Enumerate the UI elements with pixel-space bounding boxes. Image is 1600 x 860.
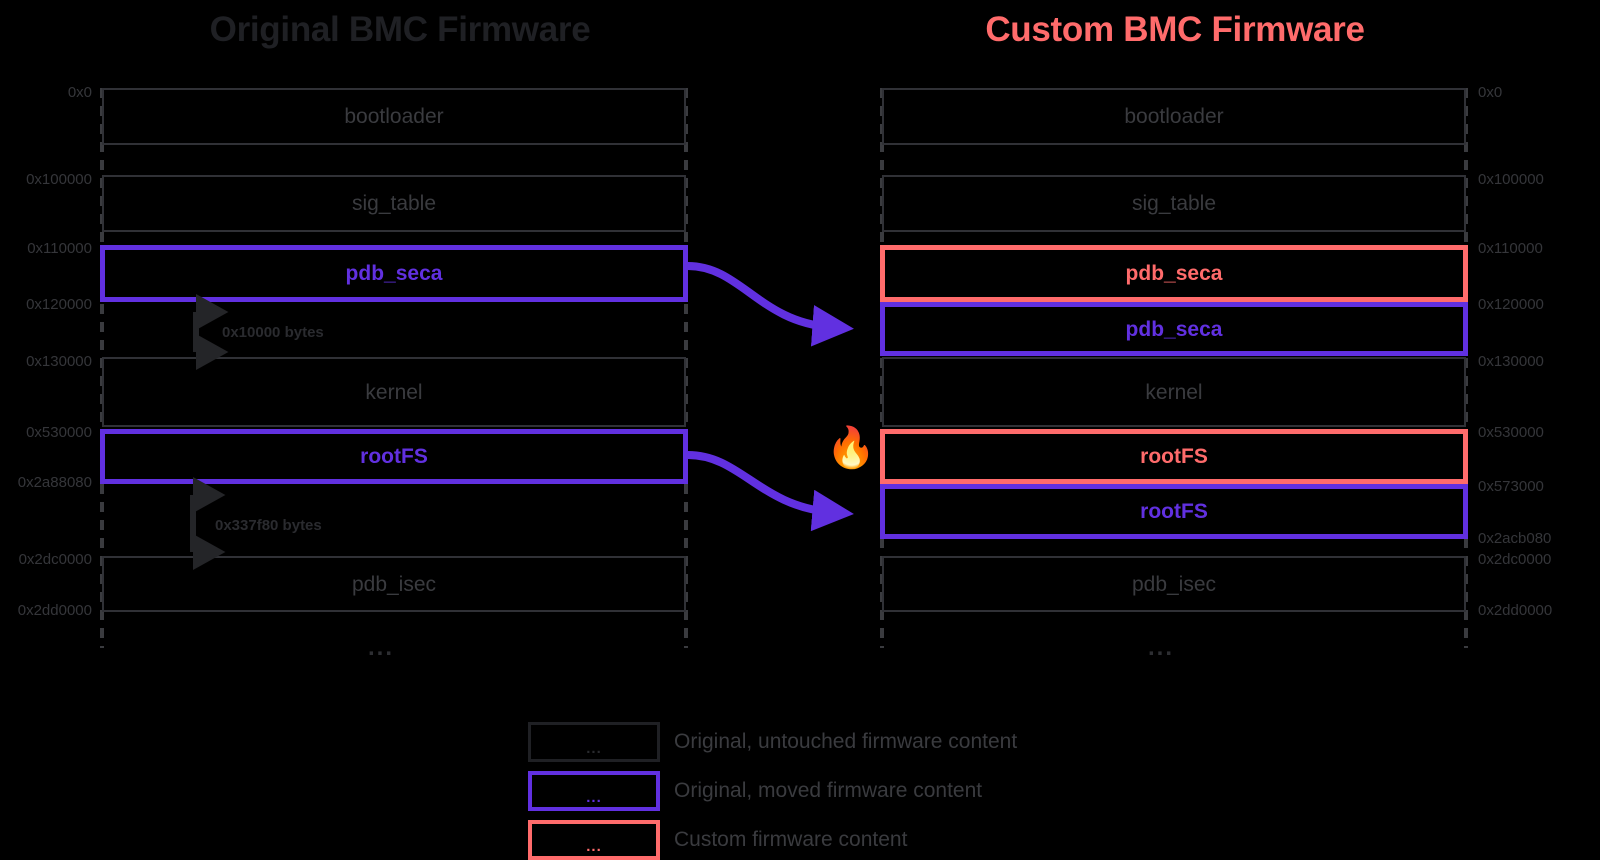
address-label: 0x2dc0000 [18,551,92,568]
segment-bootloader-original: bootloader [102,88,686,145]
legend-item-moved: ... Original, moved firmware content [528,771,1428,811]
address-label: 0x530000 [1478,424,1544,441]
address-label: 0x0 [1478,84,1503,101]
segment-rootfs-moved: rootFS [880,484,1468,539]
segment-pdb-isec-custom: pdb_isec [882,556,1466,612]
segment-pdb-isec-original: pdb_isec [102,556,686,612]
address-label: 0x0 [67,84,92,101]
gap-size-label-rootfs: 0x337f80 bytes [215,517,322,534]
right-column-tail-dots: ... [1148,634,1175,661]
segment-pdb-seca-moved: pdb_seca [880,302,1468,356]
legend-swatch-dots: ... [586,739,602,757]
address-label: 0x2acb080 [1478,530,1552,547]
legend-label: Original, untouched firmware content [674,730,1018,753]
address-label: 0x120000 [26,296,92,313]
legend-swatch-untouched: ... [528,722,660,762]
segment-label: pdb_seca [1125,262,1223,285]
address-label: 0x530000 [26,424,92,441]
address-label: 0x100000 [26,171,92,188]
address-label: 0x130000 [26,353,92,370]
segment-label: rootFS [1140,445,1208,468]
right-column-title: Custom BMC Firmware [985,10,1365,49]
address-label: 0x120000 [1478,296,1544,313]
left-column-rail-end [684,88,688,648]
right-column-rail-end [1464,88,1468,648]
address-label: 0x110000 [27,240,92,257]
segment-label: sig_table [351,192,437,215]
legend-swatch-custom: ... [528,820,660,860]
segment-label: pdb_seca [345,262,443,285]
segment-kernel-custom: kernel [882,357,1466,427]
legend-swatch-dots: ... [586,788,602,806]
address-label: 0x2dc0000 [1478,551,1552,568]
address-label: 0x100000 [1478,171,1544,188]
address-label: 0x573000 [1478,478,1544,495]
segment-label: rootFS [360,445,428,468]
segment-pdb-seca-new: pdb_seca [880,245,1468,302]
segment-bootloader-custom: bootloader [882,88,1466,145]
segment-label: pdb_isec [1131,572,1217,596]
segment-label: kernel [365,380,423,404]
address-label: 0x2a88080 [17,474,92,491]
segment-label: bootloader [1124,105,1224,128]
segment-label: bootloader [344,105,444,128]
legend-label: Original, moved firmware content [674,779,983,802]
address-label: 0x2dd0000 [1478,602,1553,619]
legend-swatch-dots: ... [586,837,602,855]
segment-label: pdb_seca [1125,317,1223,341]
segment-label: kernel [1145,380,1203,404]
legend-item-untouched: ... Original, untouched firmware content [528,722,1428,762]
segment-label: sig_table [1131,192,1217,215]
fire-icon: 🔥 [826,426,876,470]
segment-kernel-original: kernel [102,357,686,427]
segment-label: rootFS [1140,500,1208,523]
left-column-tail-dots: ... [368,634,395,661]
segment-rootfs-new: rootFS [880,429,1468,484]
segment-label: pdb_isec [351,572,437,596]
segment-sig-table-original: sig_table [102,175,686,232]
legend-label: Custom firmware content [674,828,908,851]
segment-sig-table-custom: sig_table [882,175,1466,232]
gap-size-label-pdb-seca: 0x10000 bytes [222,324,324,341]
address-label: 0x130000 [1478,353,1544,370]
legend-item-custom: ... Custom firmware content [528,820,1428,860]
left-column-title: Original BMC Firmware [209,10,591,49]
legend-swatch-moved: ... [528,771,660,811]
address-label: 0x110000 [1478,240,1543,257]
address-label: 0x2dd0000 [17,602,92,619]
